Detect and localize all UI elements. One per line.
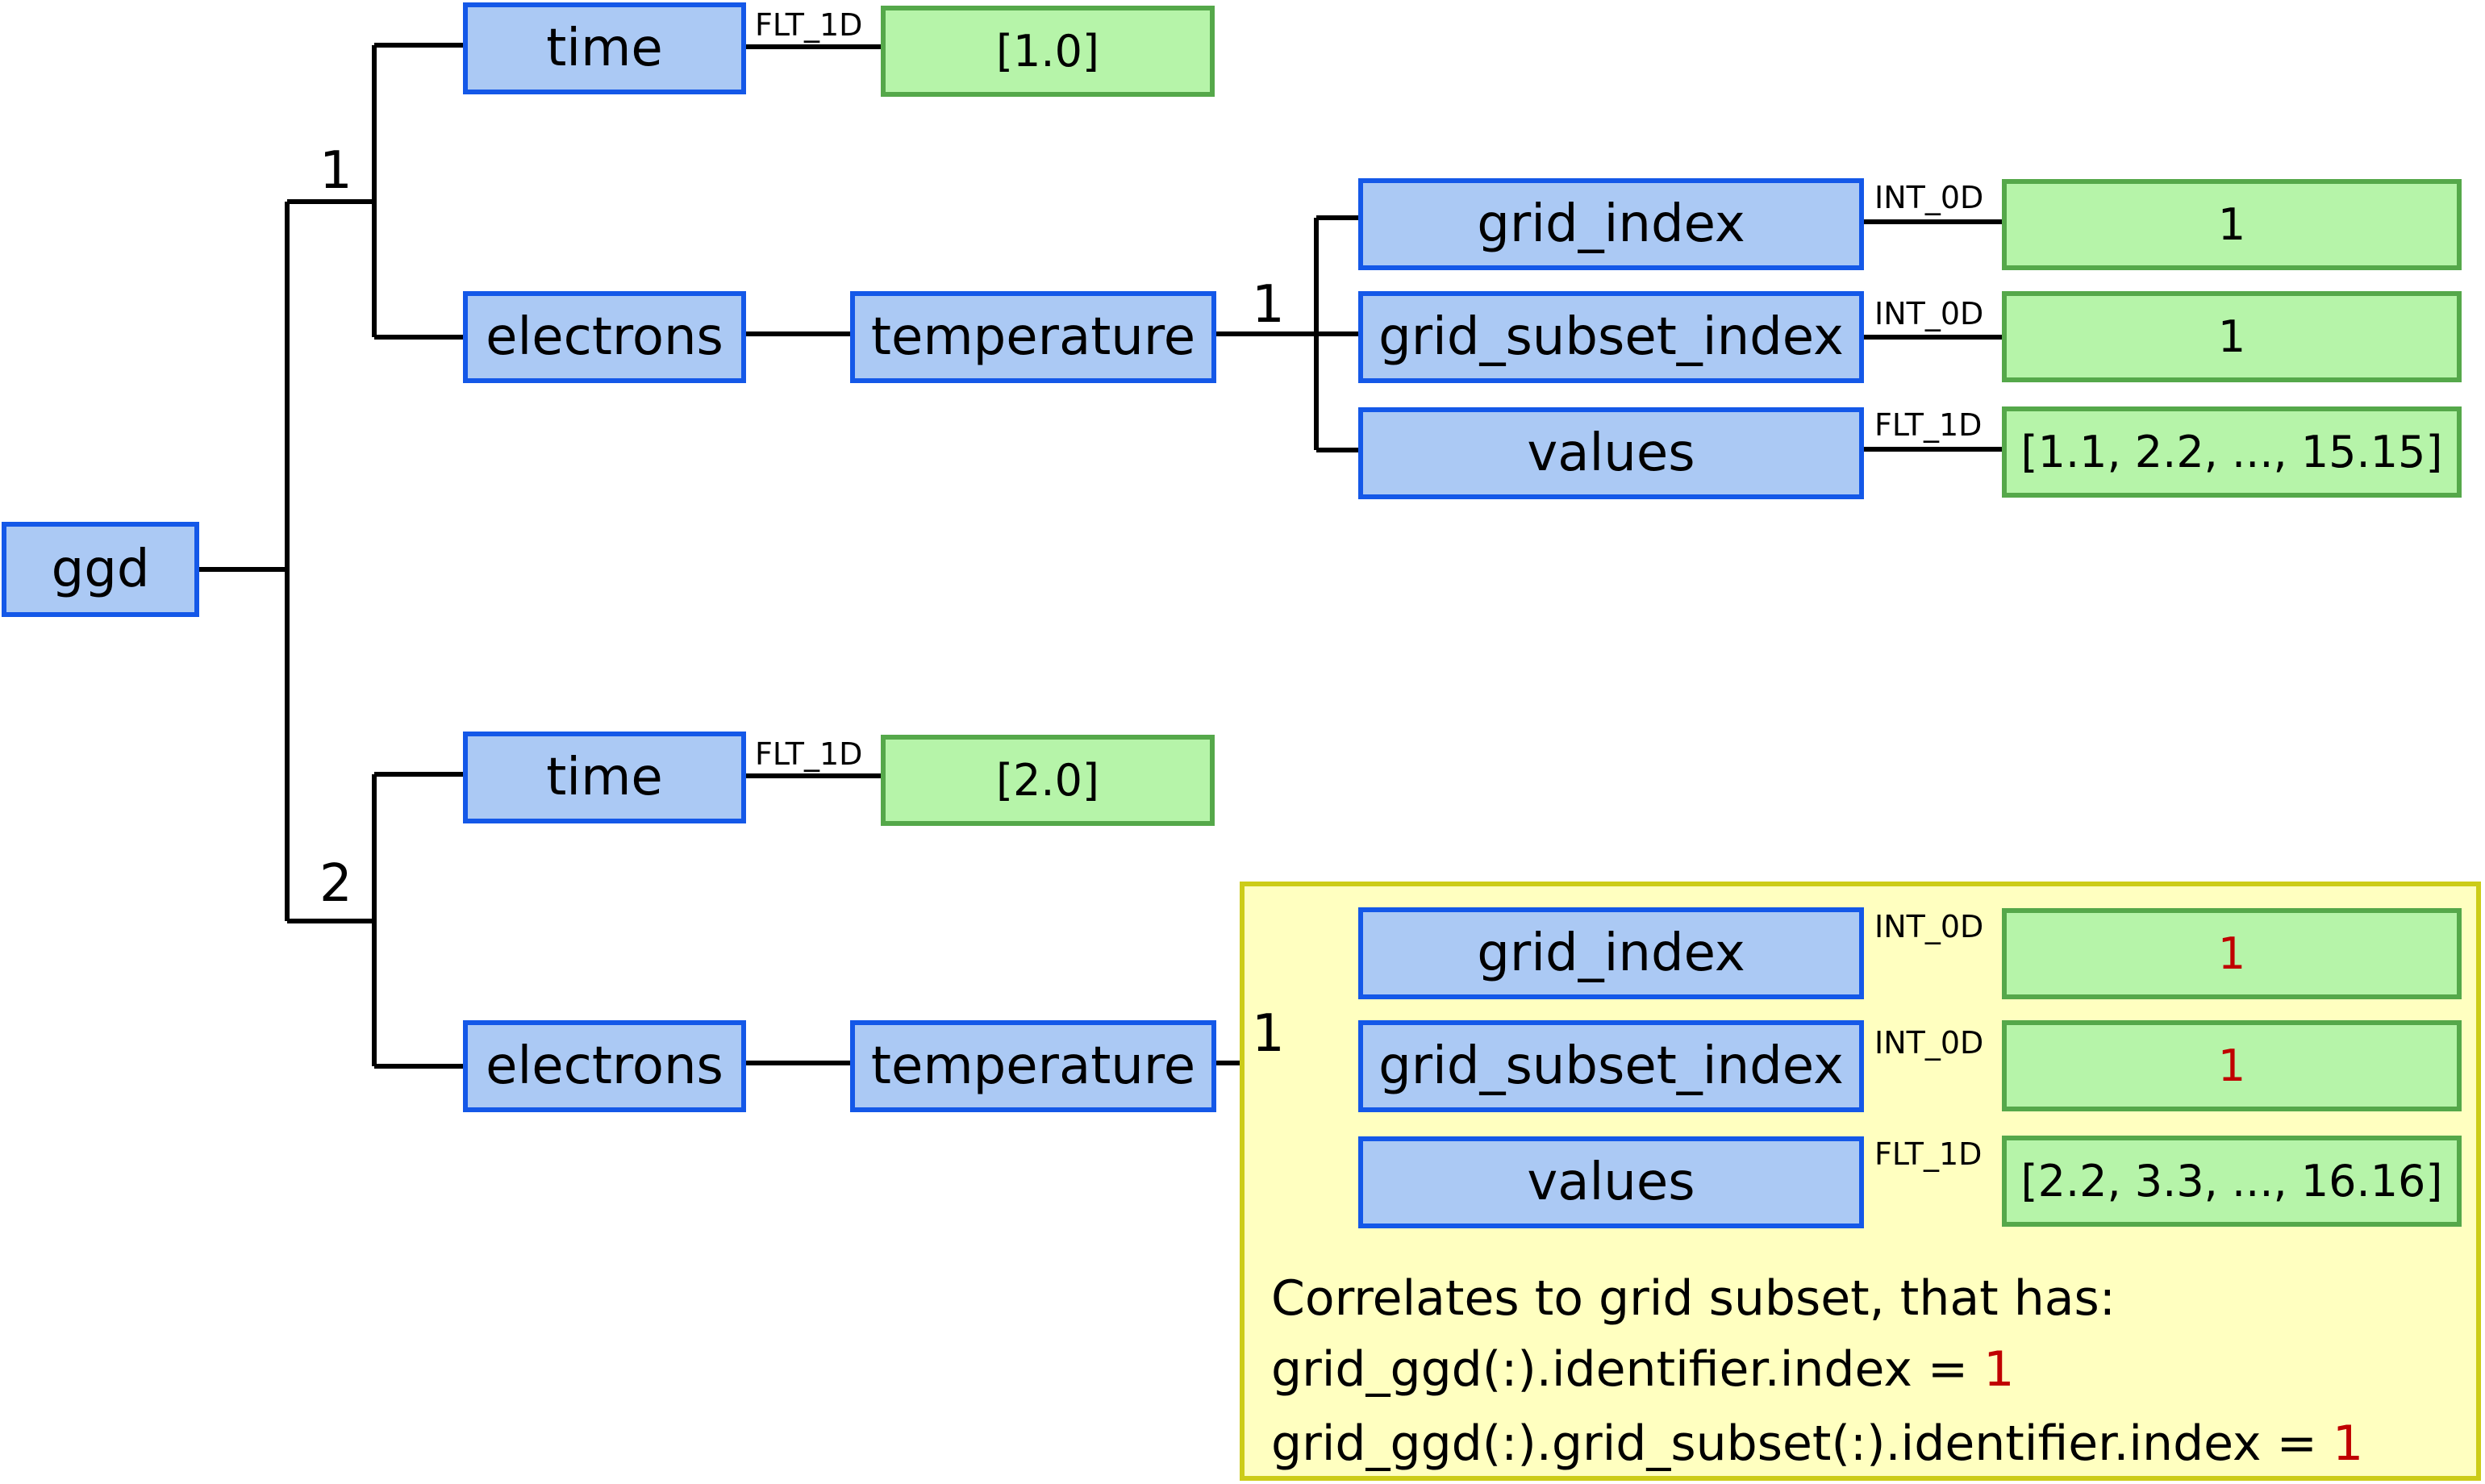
time-1-type-label: FLT_1D	[755, 7, 863, 43]
values-node-1: values	[1358, 407, 1864, 499]
note-line-3-value: 1	[2332, 1415, 2364, 1472]
slice-2-index: 2	[319, 854, 352, 914]
time-node-1: time	[463, 2, 746, 94]
grid-subset-index-2-type-label: INT_0D	[1874, 1025, 1984, 1061]
grid-subset-index-1-type-label: INT_0D	[1874, 296, 1984, 331]
note-line-3-text: grid_ggd(:).grid_subset(:).identifier.in…	[1271, 1415, 2333, 1472]
values-1-value: [1.1, 2.2, ..., 15.15]	[2002, 406, 2462, 498]
time-1-value: [1.0]	[881, 6, 1215, 97]
time-node-2: time	[463, 732, 746, 823]
time-2-value: [2.0]	[881, 735, 1215, 826]
grid-index-1-value: 1	[2002, 179, 2462, 270]
grid-index-node-2: grid_index	[1358, 907, 1864, 999]
slice-1-index: 1	[319, 141, 352, 201]
note-line-2-value: 1	[1983, 1341, 2015, 1398]
values-2-value: [2.2, 3.3, ..., 16.16]	[2002, 1136, 2462, 1227]
grid-subset-index-1-value: 1	[2002, 291, 2462, 382]
note-line-2-text: grid_ggd(:).identifier.index =	[1271, 1341, 1984, 1398]
grid-index-2-value: 1	[2002, 908, 2462, 999]
note-line-2: grid_ggd(:).identifier.index = 1	[1271, 1345, 2014, 1394]
temperature-node-1: temperature	[850, 291, 1216, 383]
temperature-node-2: temperature	[850, 1020, 1216, 1112]
values-node-2: values	[1358, 1136, 1864, 1228]
ggd-node: ggd	[2, 522, 199, 617]
grid-index-node-1: grid_index	[1358, 178, 1864, 270]
note-line-3: grid_ggd(:).grid_subset(:).identifier.in…	[1271, 1419, 2363, 1468]
grid-subset-index-node-2: grid_subset_index	[1358, 1020, 1864, 1112]
temperature-1-index: 1	[1252, 275, 1285, 335]
temperature-2-index: 1	[1252, 1004, 1285, 1064]
grid-index-2-type-label: INT_0D	[1874, 909, 1984, 944]
grid-subset-index-node-1: grid_subset_index	[1358, 291, 1864, 383]
electrons-node-1: electrons	[463, 291, 746, 383]
note-line-1: Correlates to grid subset, that has:	[1271, 1270, 2116, 1327]
electrons-node-2: electrons	[463, 1020, 746, 1112]
values-2-type-label: FLT_1D	[1874, 1136, 1983, 1172]
values-1-type-label: FLT_1D	[1874, 407, 1983, 443]
grid-index-1-type-label: INT_0D	[1874, 180, 1984, 215]
grid-subset-index-2-value: 1	[2002, 1020, 2462, 1111]
time-2-type-label: FLT_1D	[755, 736, 863, 772]
